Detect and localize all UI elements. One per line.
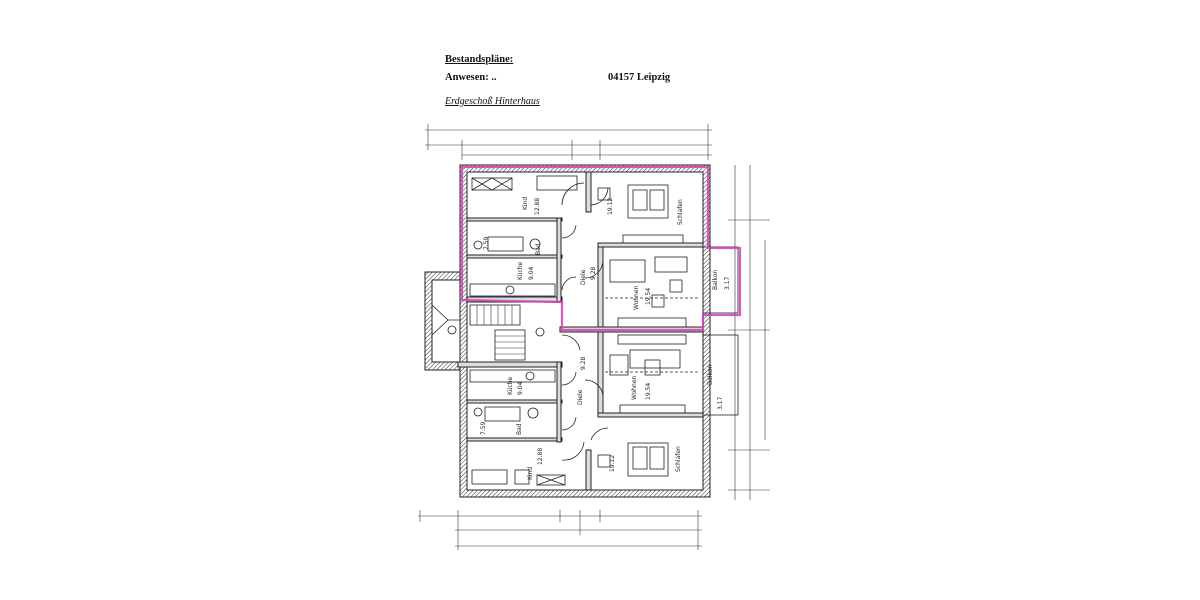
room-kueche: Küche xyxy=(507,376,514,395)
floor-label: Erdgeschoß Hinterhaus xyxy=(445,96,540,107)
plan-title: Bestandspläne: xyxy=(445,54,514,65)
room-diele-area: 9.28 xyxy=(580,356,587,370)
room-kind-area: 12.88 xyxy=(537,448,544,465)
city-label: 04157 Leipzig xyxy=(608,72,671,83)
room-diele: Diele xyxy=(580,269,587,285)
room-kind: Kind xyxy=(522,197,529,210)
room-wohnen: Wohnen xyxy=(633,285,640,310)
room-balkon-area: 3.17 xyxy=(724,276,731,290)
apartment-highlight xyxy=(460,165,742,332)
room-balkon: Balkon xyxy=(707,365,714,385)
room-kueche-area: 9.04 xyxy=(528,266,535,280)
room-kueche: Küche xyxy=(517,261,524,280)
room-wohnen: Wohnen xyxy=(631,375,638,400)
room-balkon-area: 3.17 xyxy=(717,396,724,410)
room-kind: Kind xyxy=(527,467,534,480)
room-labels-lower: Küche 9.04 Bad 7.59 Kind 12.88 Diele 9.2… xyxy=(480,356,724,480)
staircase xyxy=(447,304,545,361)
room-labels-upper: Kind 12.88 Bad 7.59 Küche 9.04 Diele 9.2… xyxy=(483,197,731,310)
room-bad: Bad xyxy=(516,423,523,435)
room-diele: Diele xyxy=(577,389,584,405)
room-wohnen-area: 19.54 xyxy=(645,383,652,400)
room-bad: Bad xyxy=(535,243,542,255)
furniture xyxy=(469,175,700,486)
dimension-lines-right xyxy=(728,165,770,500)
room-bad-area: 7.59 xyxy=(480,421,487,435)
exterior-walls xyxy=(424,164,711,498)
room-schlafen-area: 19.12 xyxy=(609,455,616,472)
property-label: Anwesen: .. xyxy=(445,72,497,83)
dimension-lines-top xyxy=(425,124,712,160)
room-kind-area: 12.88 xyxy=(534,198,541,215)
dimension-lines-bottom xyxy=(418,510,702,550)
room-wohnen-area: 19.54 xyxy=(645,288,652,305)
room-schlafen: Schlafen xyxy=(675,446,682,472)
room-schlafen: Schlafen xyxy=(677,199,684,225)
room-schlafen-area: 19.12 xyxy=(607,198,614,215)
room-diele-area: 9.28 xyxy=(590,266,597,280)
room-bad-area: 7.59 xyxy=(483,236,490,250)
room-kueche-area: 9.04 xyxy=(517,381,524,395)
room-balkon: Balkon xyxy=(712,270,719,290)
